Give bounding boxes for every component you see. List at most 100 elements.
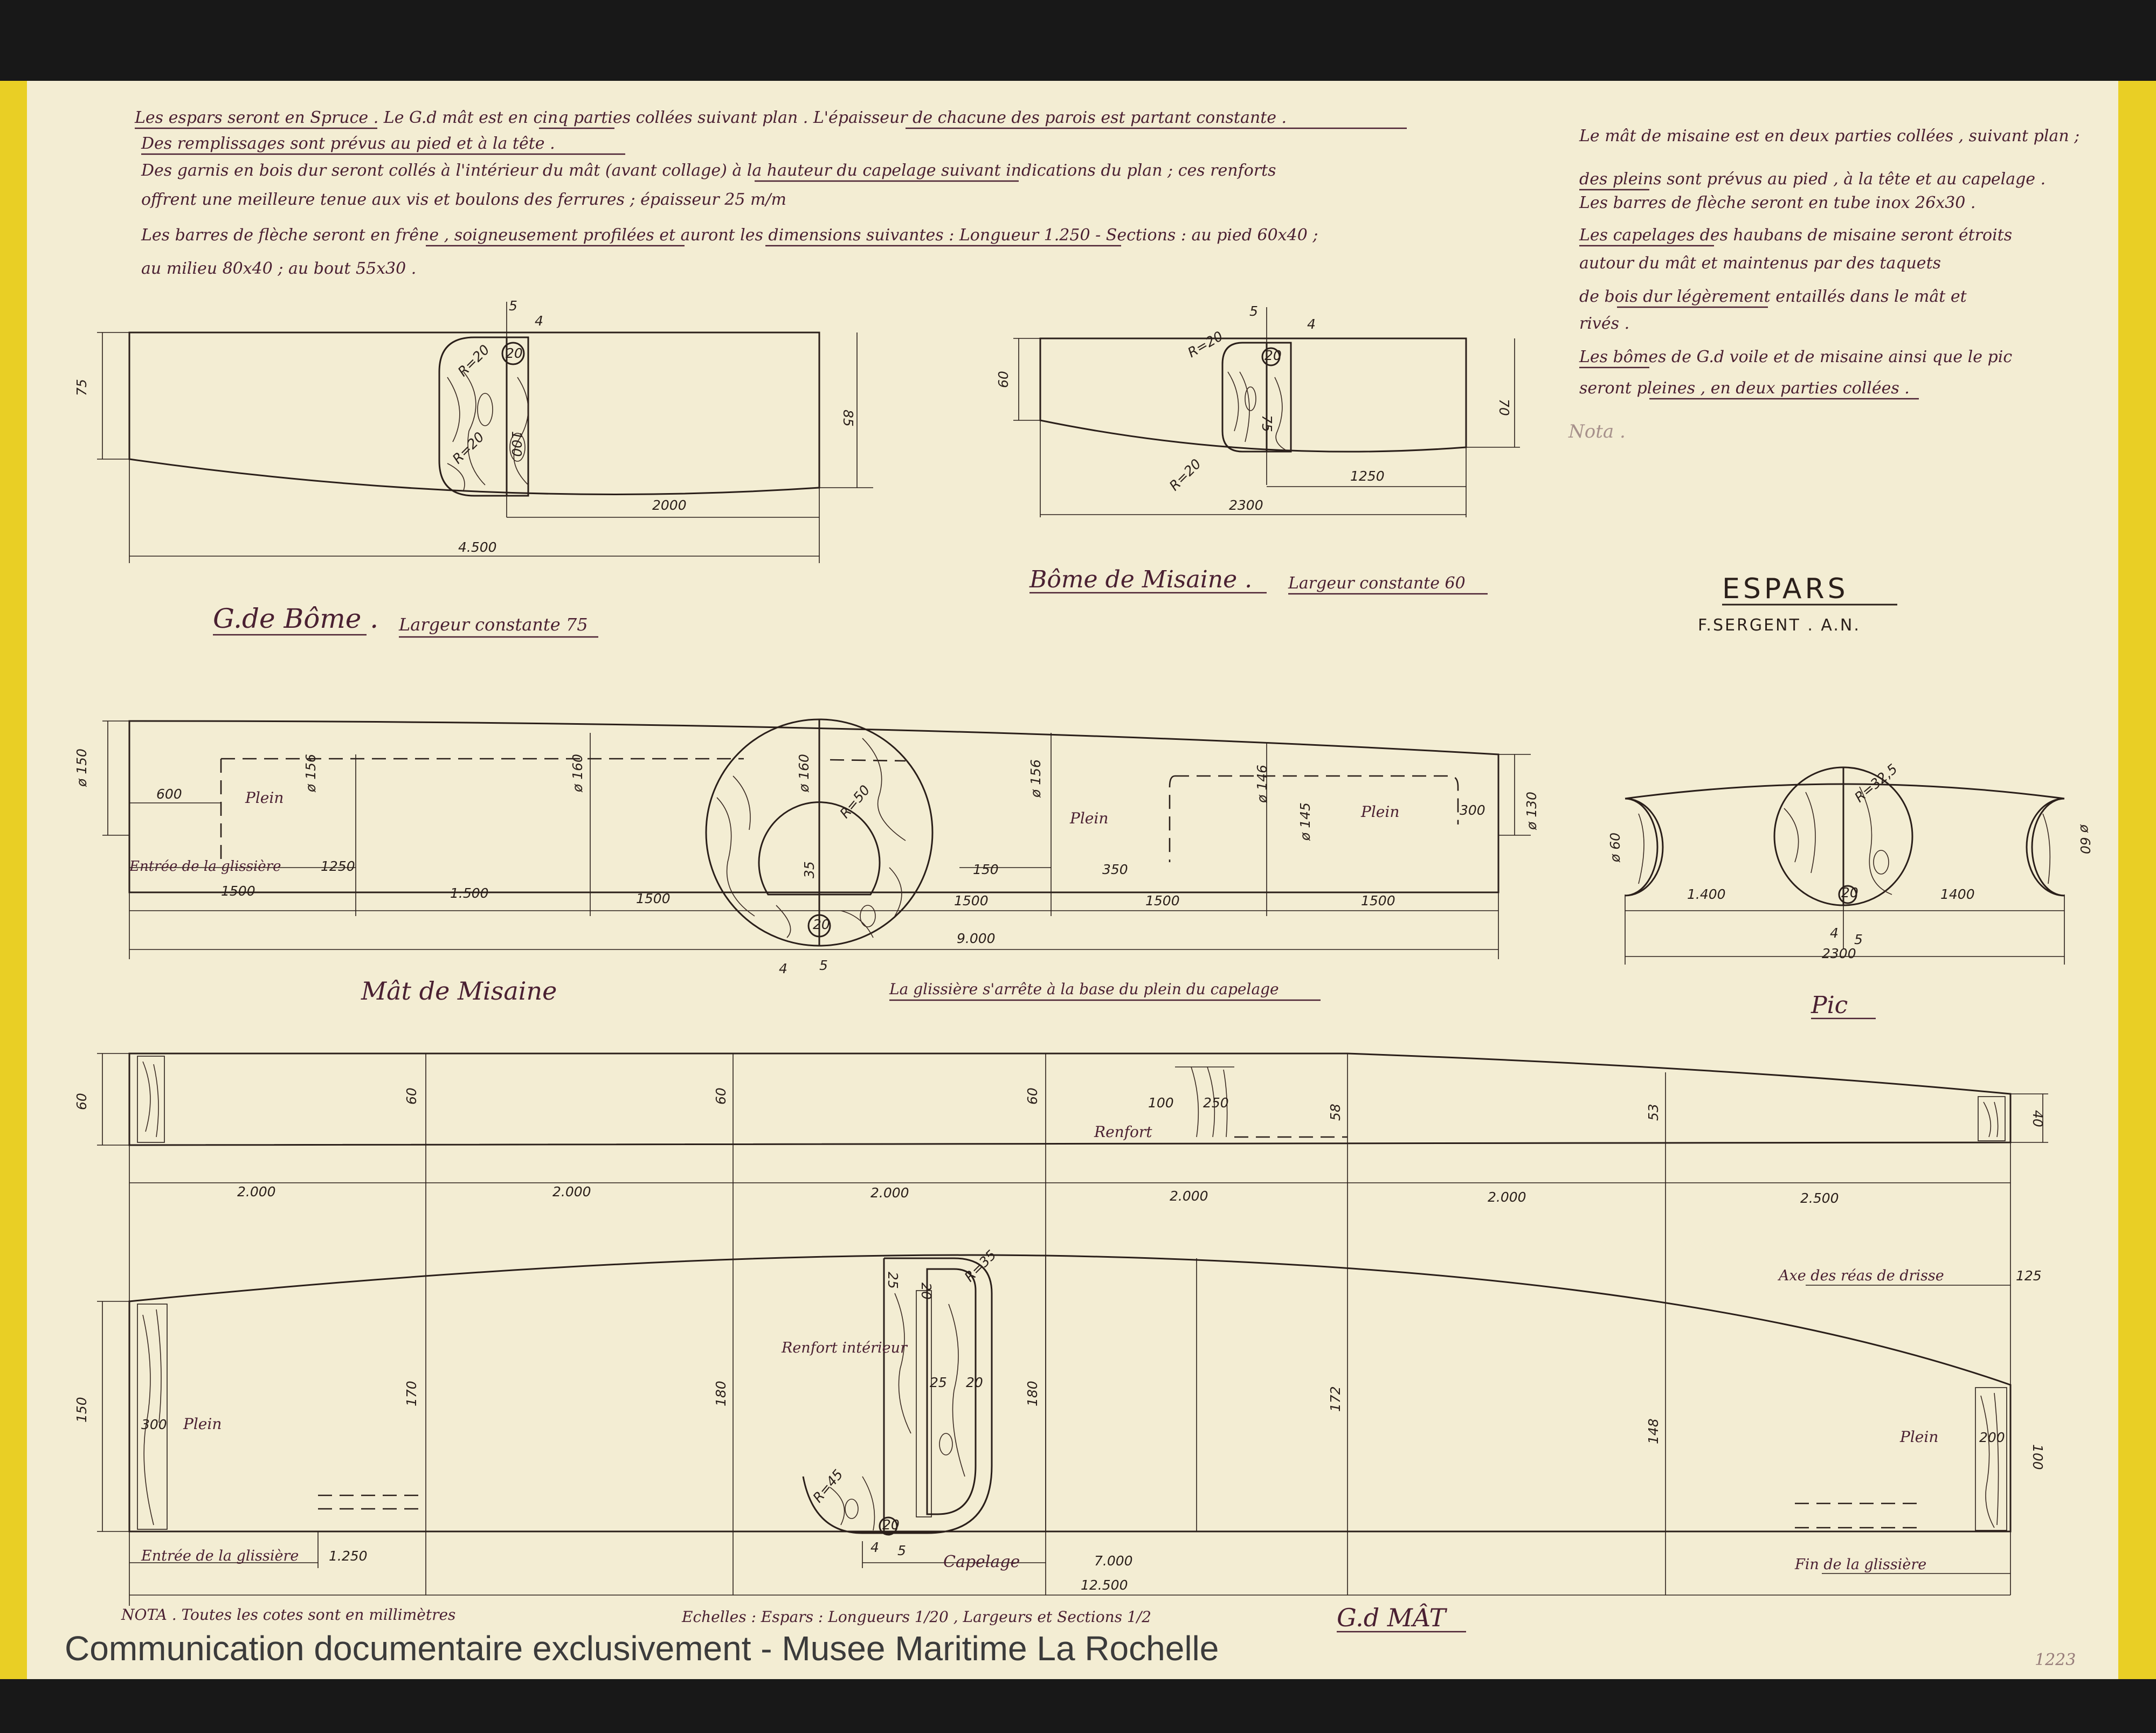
mat-mis-seg2: 1.500 bbox=[450, 885, 489, 901]
notes-left-block: Les espars seront en Spruce . Le G.d mât… bbox=[134, 108, 1407, 278]
note-right-4: Les capelages des haubans de misaine ser… bbox=[1579, 226, 2012, 245]
mat-mis-d-160: ø 160 bbox=[570, 754, 585, 793]
gd-mat-glissiere-len: 1.250 bbox=[329, 1548, 368, 1564]
gd-mat-plein-head-label: Plein bbox=[1899, 1428, 1938, 1446]
drawing-paper bbox=[27, 81, 2118, 1679]
bome-mis-dim-total: 2300 bbox=[1229, 497, 1263, 513]
gd-mat-t60b: 60 bbox=[404, 1087, 419, 1105]
mat-mis-glissiere-len: 1250 bbox=[321, 858, 355, 874]
mat-mis-plein: Plein bbox=[245, 789, 284, 807]
bome-mis-r-top: R=20 bbox=[1185, 328, 1226, 361]
notes-right-block: Le mât de misaine est en deux parties co… bbox=[1568, 127, 2079, 442]
mat-mis-plein-head: 300 bbox=[1460, 802, 1485, 818]
gd-mat-slot5: 5 bbox=[897, 1543, 906, 1558]
gde-bome-h-left: 75 bbox=[74, 379, 89, 396]
sheet-number: 1223 bbox=[2035, 1651, 2076, 1669]
mat-mis-slot5: 5 bbox=[819, 958, 828, 973]
drawing-title: ESPARS bbox=[1722, 573, 1849, 605]
bome-misaine-drawing: 60 70 1250 2300 R=20 R=20 5 4 20 75 Bôme… bbox=[996, 303, 1520, 595]
gd-mat-h148: 148 bbox=[1646, 1418, 1661, 1444]
pic-r: R=32,5 bbox=[1851, 761, 1901, 806]
mat-mis-plein-cap: Plein bbox=[1069, 809, 1108, 827]
gd-mat-r100: 100 bbox=[1148, 1095, 1174, 1111]
bome-mis-h-left: 60 bbox=[996, 371, 1011, 388]
mat-mis-label: Mât de Misaine bbox=[361, 976, 557, 1006]
pic-slot5: 5 bbox=[1854, 932, 1863, 947]
footer-notes: NOTA . Toutes les cotes sont en millimèt… bbox=[121, 1606, 2076, 1669]
gd-mat-w25b: 25 bbox=[930, 1375, 947, 1390]
grande-bome-drawing: 75 85 2000 4.500 R=20 R=20 5 4 20 100 G.… bbox=[74, 298, 873, 638]
nota-pencil: Nota . bbox=[1568, 421, 1626, 442]
watermark-caption: Communication documentaire exclusivement… bbox=[65, 1629, 1219, 1668]
gd-mat-fin-glissiere: Fin de la glissière bbox=[1794, 1556, 1926, 1573]
gd-mat-seg5: 2.000 bbox=[1488, 1189, 1526, 1205]
gd-mat-renfort: Renfort bbox=[1094, 1123, 1152, 1141]
mat-mis-w350: 350 bbox=[1102, 862, 1128, 877]
gd-mat-seg1: 2.000 bbox=[237, 1184, 276, 1200]
pic-d-right: ø 60 bbox=[2077, 824, 2093, 854]
mat-mis-plein-head-label: Plein bbox=[1360, 803, 1399, 821]
mat-misaine-drawing: ø 150 600 Plein ø 156 ø 160 ø 160 R=50 3… bbox=[74, 718, 1539, 1006]
gde-bome-r-top: R=20 bbox=[455, 342, 493, 379]
note-left-6: au milieu 80x40 ; au bout 55x30 . bbox=[141, 259, 416, 278]
gd-mat-plein-head: 200 bbox=[1979, 1430, 2005, 1445]
mat-mis-d-foot: ø 150 bbox=[74, 748, 89, 787]
bome-mis-r-bot: R=20 bbox=[1166, 456, 1204, 494]
pic-total: 2300 bbox=[1822, 946, 1856, 961]
pic-d-left: ø 60 bbox=[1607, 833, 1623, 863]
pic-pin: 20 bbox=[1841, 885, 1858, 900]
gde-bome-dim-total: 4.500 bbox=[458, 539, 497, 555]
bome-mis-dim-20: 20 bbox=[1264, 348, 1282, 363]
note-right-5: autour du mât et maintenus par des taque… bbox=[1579, 254, 1941, 273]
gd-mat-seg3: 2.000 bbox=[870, 1185, 909, 1201]
mat-mis-d-130: ø 130 bbox=[1524, 792, 1539, 830]
bome-mis-dim-half: 1250 bbox=[1350, 468, 1385, 484]
mat-mis-total: 9.000 bbox=[957, 931, 996, 946]
bome-mis-h-right: 70 bbox=[1496, 399, 1512, 416]
gd-mat-seg2: 2.000 bbox=[552, 1184, 591, 1200]
gde-bome-dim-4: 4 bbox=[535, 313, 543, 329]
gde-bome-dim-5: 5 bbox=[509, 298, 517, 314]
scanner-border-top bbox=[0, 0, 2156, 81]
scales-note: Echelles : Espars : Longueurs 1/20 , Lar… bbox=[681, 1608, 1151, 1626]
mat-mis-pin: 20 bbox=[813, 917, 830, 932]
mat-mis-d-156b: ø 156 bbox=[1028, 759, 1044, 798]
nota-units: NOTA . Toutes les cotes sont en millimèt… bbox=[121, 1606, 455, 1624]
gd-mat-r250: 250 bbox=[1203, 1095, 1229, 1111]
gd-mat-capelage-val: 7.000 bbox=[1094, 1553, 1133, 1569]
note-left-1: Les espars seront en Spruce . Le G.d mât… bbox=[134, 108, 1287, 127]
mat-mis-seg4: 1500 bbox=[954, 893, 989, 909]
gd-mat-t60c: 60 bbox=[713, 1087, 729, 1105]
gde-bome-h-right: 85 bbox=[840, 410, 856, 427]
gd-mat-seg4: 2.000 bbox=[1170, 1188, 1208, 1204]
gd-mat-t60a: 60 bbox=[74, 1093, 89, 1110]
grand-mat-drawing: 60 60 60 60 58 53 40 Renfort 100 250 2.0… bbox=[74, 1052, 2048, 1633]
gd-mat-t60d: 60 bbox=[1025, 1087, 1040, 1105]
gd-mat-axe-val: 125 bbox=[2016, 1268, 2042, 1284]
mat-mis-w150: 150 bbox=[973, 862, 999, 877]
pic-slot4: 4 bbox=[1830, 925, 1839, 941]
yellow-tape-right bbox=[2118, 81, 2156, 1679]
gd-mat-h100: 100 bbox=[2030, 1444, 2046, 1470]
mat-mis-seg1: 1500 bbox=[221, 883, 255, 899]
note-right-2: des pleins sont prévus au pied , à la tê… bbox=[1579, 170, 2046, 189]
gd-mat-h172: 172 bbox=[1328, 1386, 1343, 1412]
gd-mat-h150: 150 bbox=[74, 1397, 89, 1423]
pic-left: 1.400 bbox=[1687, 886, 1726, 902]
note-left-3: Des garnis en bois dur seront collés à l… bbox=[141, 161, 1276, 180]
note-right-1: Le mât de misaine est en deux parties co… bbox=[1579, 127, 2079, 145]
gd-mat-r45: R=45 bbox=[810, 1466, 846, 1505]
gde-bome-dim-100: 100 bbox=[509, 431, 524, 457]
gd-mat-w20: 20 bbox=[918, 1283, 934, 1300]
mat-mis-d-160-sec: ø 160 bbox=[796, 754, 812, 793]
gd-mat-capelage: Capelage bbox=[943, 1552, 1020, 1571]
note-left-2: Des remplissages sont prévus au pied et … bbox=[141, 134, 555, 153]
gd-mat-total: 12.500 bbox=[1081, 1577, 1128, 1593]
mat-mis-d-146: ø 146 bbox=[1254, 765, 1270, 803]
note-right-6: de bois dur légèrement entaillés dans le… bbox=[1579, 287, 1967, 306]
bome-mis-label: Bôme de Misaine . bbox=[1029, 566, 1252, 593]
gd-mat-t58: 58 bbox=[1328, 1104, 1343, 1121]
bome-mis-dim-5: 5 bbox=[1249, 303, 1258, 319]
